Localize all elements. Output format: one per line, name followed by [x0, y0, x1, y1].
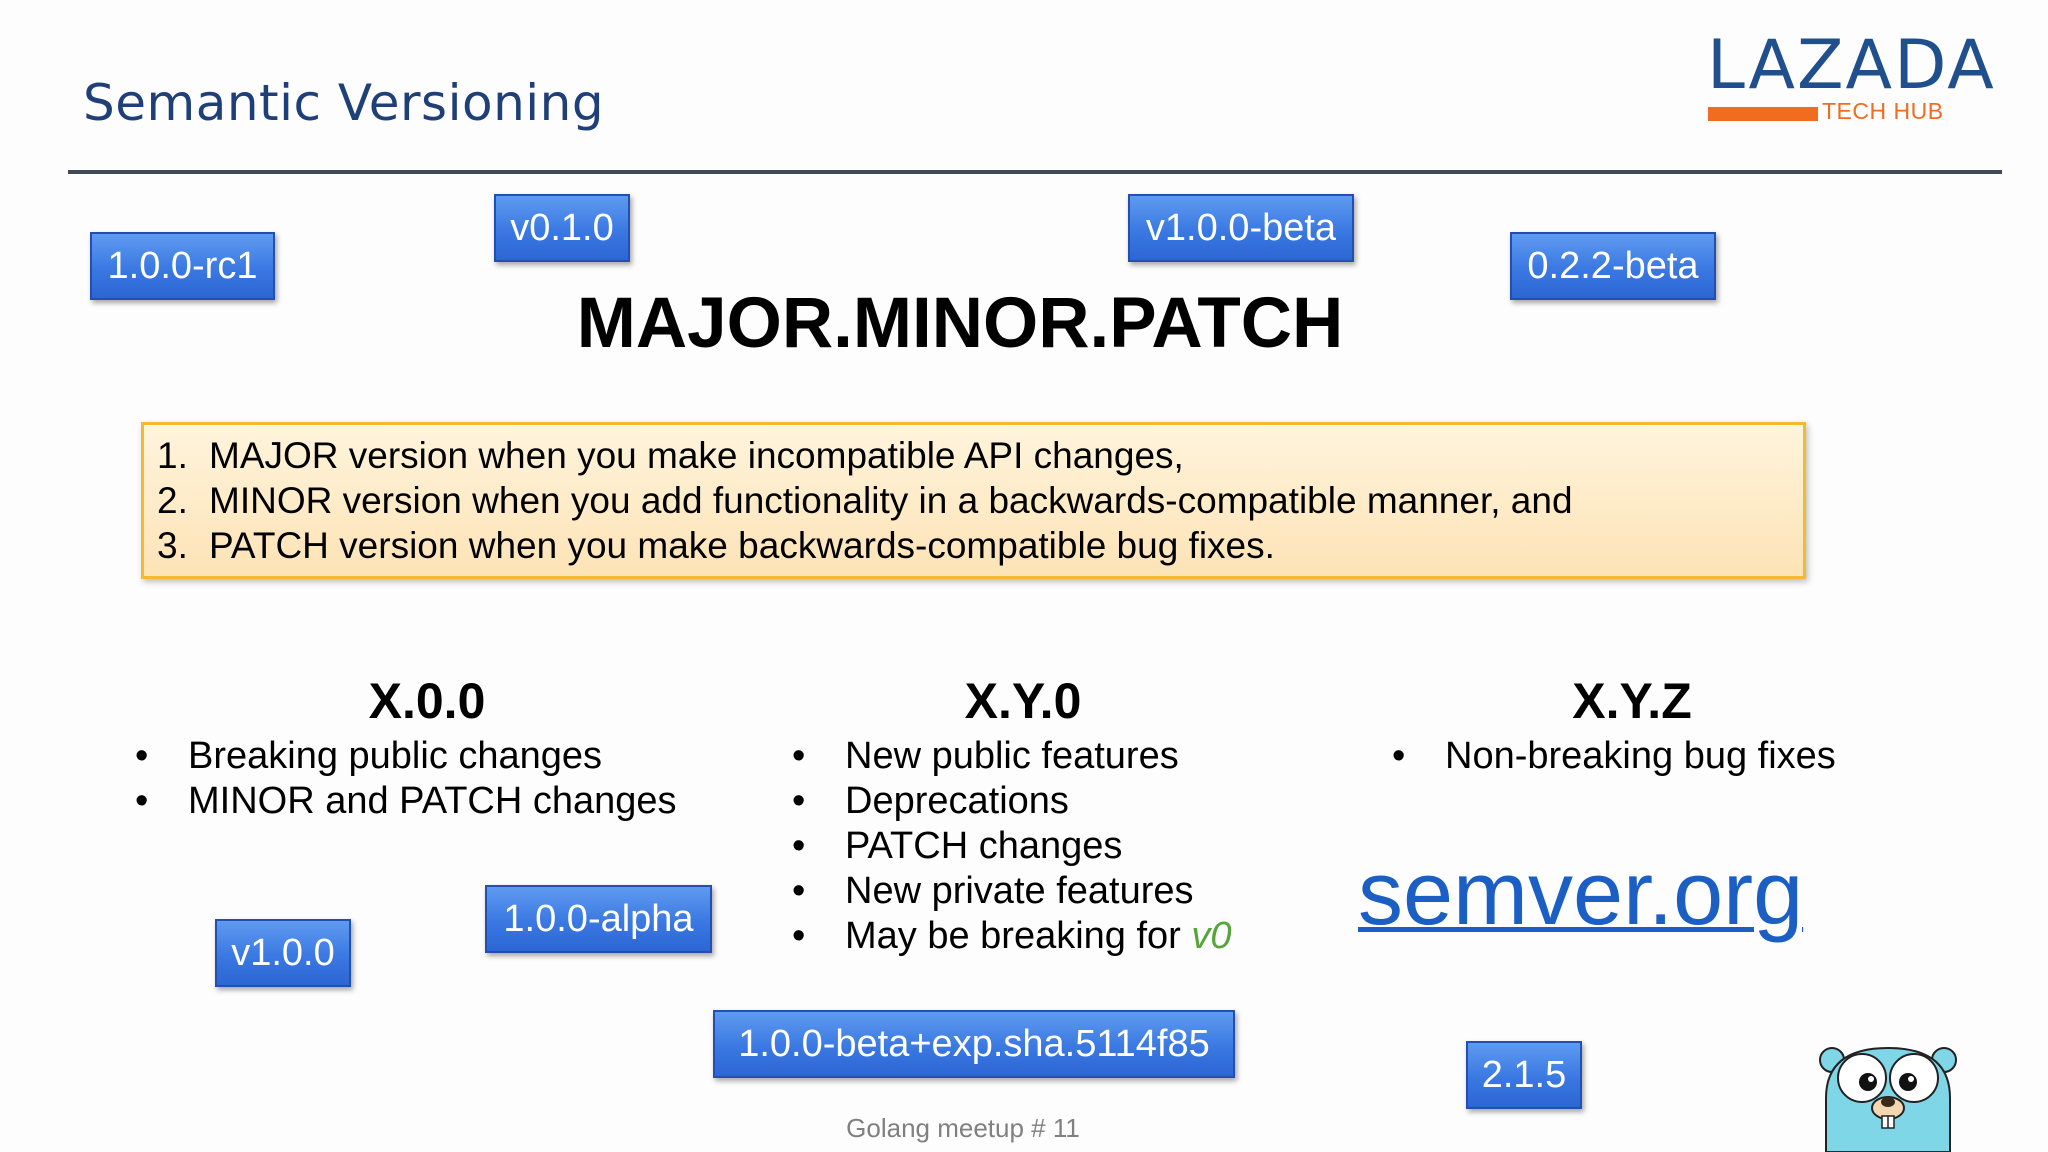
slide-title: Semantic Versioning [83, 74, 605, 132]
footer-text: Golang meetup # 11 [846, 1113, 1080, 1143]
list-item-text: PATCH changes [845, 825, 1123, 867]
version-tag: 0.2.2-beta [1510, 232, 1716, 300]
definition-number: 1. [157, 435, 188, 476]
definition-text: MAJOR version when you make incompatible… [209, 435, 1184, 476]
list-item: • May be breaking for v0 [792, 915, 1232, 958]
logo-wordmark: LAZADA [1707, 26, 1996, 105]
list-item: • New private features [792, 870, 1194, 913]
definition-text: MINOR version when you add functionality… [209, 480, 1573, 521]
definition-number: 3. [157, 525, 188, 566]
version-tag: v0.1.0 [494, 194, 630, 262]
list-item-text: Non-breaking bug fixes [1445, 735, 1836, 777]
version-tag: 1.0.0-beta+exp.sha.5114f85 [713, 1010, 1235, 1078]
bullet-icon: • [792, 735, 806, 777]
bullet-icon: • [792, 915, 806, 957]
list-item: • PATCH changes [792, 825, 1123, 868]
list-item-text: Breaking public changes [188, 735, 603, 777]
list-item: • Non-breaking bug fixes [1392, 735, 1836, 778]
definition-number: 2. [157, 480, 188, 521]
column-heading-patch: X.Y.Z [1572, 673, 1692, 729]
list-item-text: Deprecations [845, 780, 1069, 822]
list-item-text: May be breaking for [845, 915, 1192, 957]
version-tag: v1.0.0 [215, 919, 351, 987]
list-item: • Deprecations [792, 780, 1069, 823]
version-tag: 1.0.0-rc1 [90, 232, 275, 300]
logo-subtitle: TECH HUB [1822, 98, 1944, 124]
version-tag: 1.0.0-alpha [485, 885, 712, 953]
gopher-mascot-icon [1819, 1046, 1957, 1152]
definition-box: 1. MAJOR version when you make incompatib… [141, 422, 1806, 579]
definition-item: 3. PATCH version when you make backwards-… [157, 525, 1275, 567]
bullet-icon: • [1392, 735, 1406, 777]
list-item: • Breaking public changes [135, 735, 603, 778]
list-item: • New public features [792, 735, 1179, 778]
version-format-heading: MAJOR.MINOR.PATCH [576, 284, 1344, 363]
bullet-icon: • [792, 825, 806, 867]
list-item-text: MINOR and PATCH changes [188, 780, 677, 822]
lazada-tech-hub-logo: LAZADA TECH HUB [1705, 32, 1994, 127]
semver-link[interactable]: semver.org [1358, 844, 1804, 944]
version-tag: v1.0.0-beta [1128, 194, 1354, 262]
definition-item: 1. MAJOR version when you make incompatib… [157, 435, 1184, 477]
version-tag: 2.1.5 [1466, 1041, 1582, 1109]
definition-item: 2. MINOR version when you add functionali… [157, 480, 1573, 522]
bullet-icon: • [135, 735, 149, 777]
v0-emphasis: v0 [1191, 915, 1232, 957]
list-item-text: New private features [845, 870, 1194, 912]
column-heading-major: X.0.0 [368, 673, 486, 729]
list-item: • MINOR and PATCH changes [135, 780, 677, 823]
bullet-icon: • [792, 870, 806, 912]
logo-orange-bar [1708, 107, 1818, 121]
column-heading-minor: X.Y.0 [964, 673, 1082, 729]
bullet-icon: • [792, 780, 806, 822]
bullet-icon: • [135, 780, 149, 822]
title-divider [68, 170, 2002, 174]
list-item-text: New public features [845, 735, 1179, 777]
definition-text: PATCH version when you make backwards-co… [209, 525, 1275, 566]
